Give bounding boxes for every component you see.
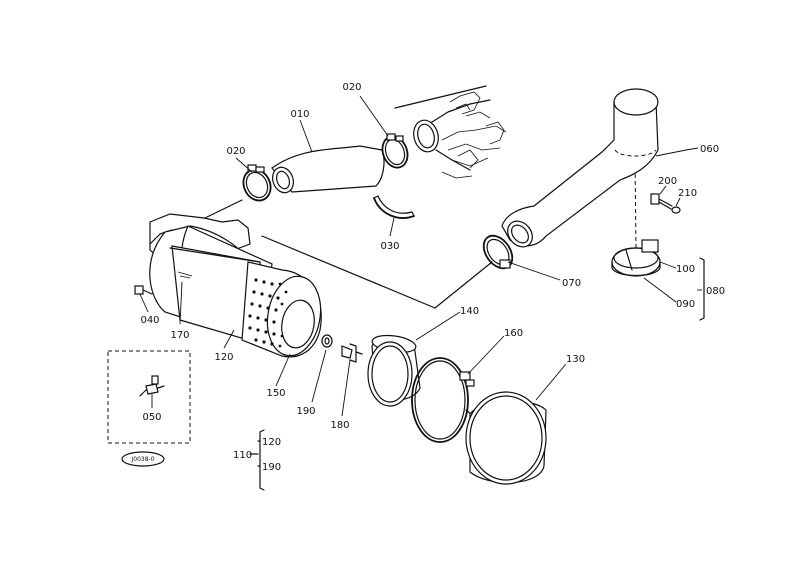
callout-070: 070	[562, 278, 581, 289]
reference-lines	[204, 85, 637, 309]
band-090-100	[611, 239, 661, 277]
callout-050: 050	[142, 412, 161, 423]
callout-040: 040	[140, 315, 159, 326]
callout-130: 130	[566, 354, 585, 365]
air-cleaner-body-120	[149, 213, 273, 345]
callout-160: 160	[504, 328, 523, 339]
bolt-200	[650, 193, 673, 210]
engine-intake	[413, 91, 507, 179]
callout-020-left: 020	[226, 146, 245, 157]
callout-200: 200	[658, 176, 677, 187]
callout-010: 010	[290, 109, 309, 120]
callout-140: 140	[460, 306, 479, 317]
washer-190	[321, 334, 333, 348]
clamp-070	[482, 234, 514, 270]
callout-100: 100	[676, 264, 695, 275]
callout-110: 110	[233, 450, 252, 461]
cap-140	[367, 334, 421, 407]
callout-020-right: 020	[342, 82, 361, 93]
callout-120-kit: 120	[262, 437, 281, 448]
stamp-code: J0038-0	[130, 456, 154, 463]
leader-lines	[139, 95, 702, 417]
callout-080: 080	[706, 286, 725, 297]
callout-190: 190	[296, 406, 315, 417]
callout-150: 150	[266, 388, 285, 399]
callout-labels: 010 020 020 030 040 050 060 070 080 090 …	[140, 82, 725, 473]
callout-210: 210	[678, 188, 697, 199]
pipe-060	[501, 88, 659, 248]
clamp-020-left	[242, 164, 272, 202]
callout-180: 180	[330, 420, 349, 431]
assembly-bracket-080	[699, 257, 705, 321]
wing-nut-180	[341, 343, 363, 363]
bolt-040	[134, 285, 153, 295]
callout-060: 060	[700, 144, 719, 155]
clamp-020-right	[381, 133, 409, 169]
callout-120: 120	[214, 352, 233, 363]
filter-element-150	[241, 261, 322, 358]
stamp: J0038-0	[121, 451, 165, 467]
callout-090: 090	[676, 299, 695, 310]
callout-190-kit: 190	[262, 462, 281, 473]
cup-130	[465, 391, 547, 485]
washer-210	[671, 206, 681, 214]
clamp-030	[373, 195, 415, 219]
sensor-050	[107, 350, 191, 444]
callout-030: 030	[380, 241, 399, 252]
hose-010	[271, 145, 385, 194]
band-160	[411, 357, 477, 443]
callout-170: 170	[170, 330, 189, 341]
assembly-bracket-110	[249, 429, 265, 491]
